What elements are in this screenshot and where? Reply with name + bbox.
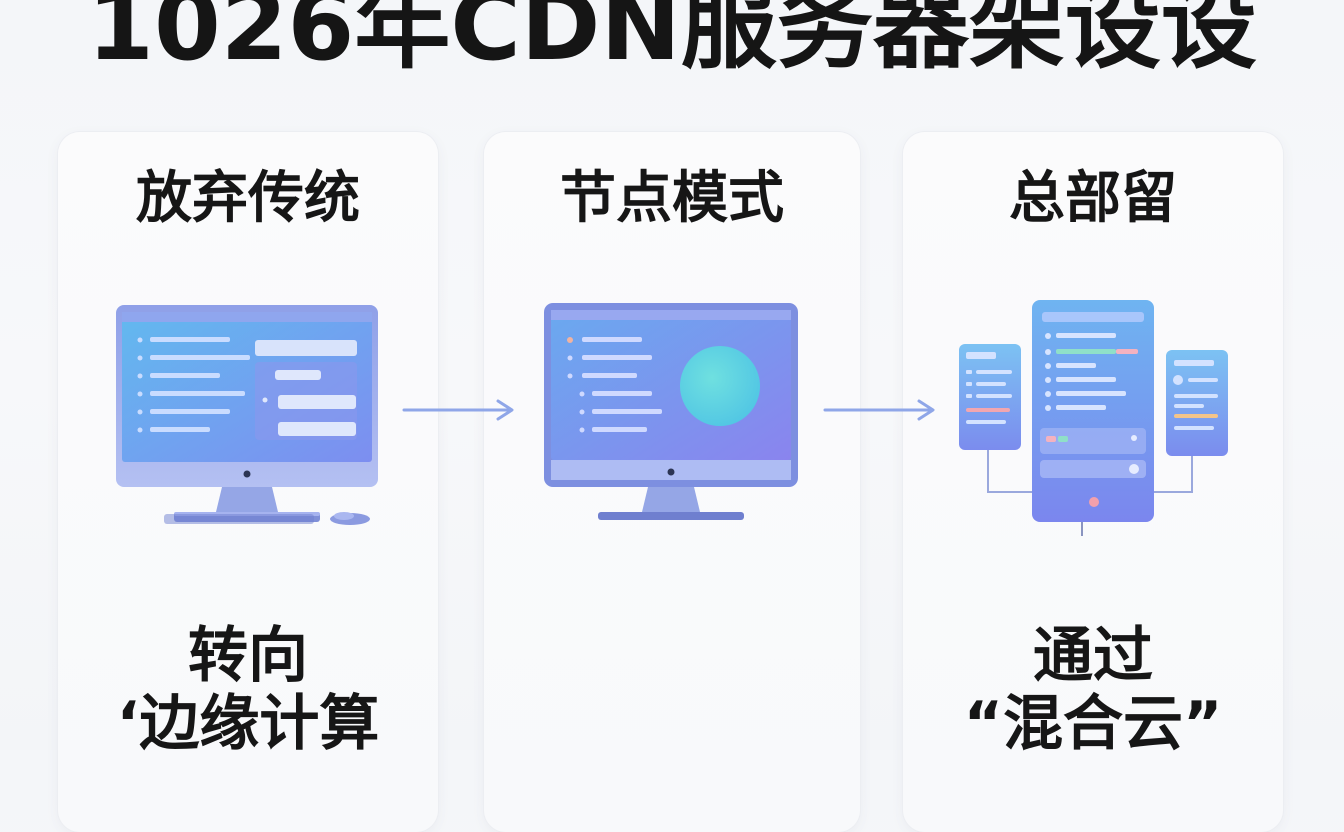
desktop-monitor-icon [116, 305, 378, 525]
card-heading: 总部留 [1009, 166, 1177, 231]
card-footer: 转向 ‘边缘计算 [58, 622, 438, 758]
footer-line-2: “混合云” [963, 689, 1223, 759]
page-title: 1026年CDN服务器架设设 [87, 0, 1257, 82]
footer-line-1: 通过 [1033, 621, 1153, 691]
hybrid-devices-icon [959, 300, 1228, 536]
arrow-right-icon [402, 399, 514, 421]
footer-line-2: ‘边缘计算 [116, 689, 380, 759]
card-footer: 通过 “混合云” [903, 622, 1283, 758]
footer-line-1: 转向 [188, 621, 308, 691]
monitor-node-icon [544, 303, 798, 520]
card-heading: 节点模式 [560, 166, 784, 231]
arrow-right-icon [823, 399, 935, 421]
card-heading: 放弃传统 [136, 166, 360, 231]
